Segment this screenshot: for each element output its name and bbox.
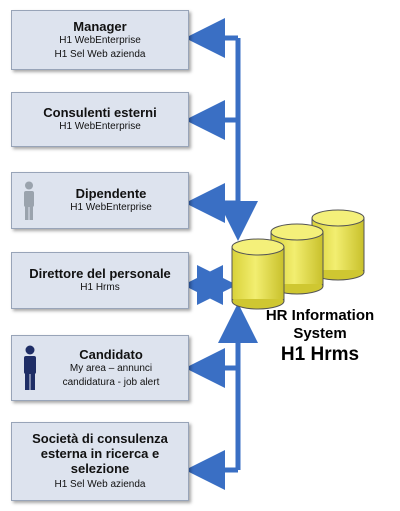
database-cylinder-1: [231, 238, 285, 310]
box-dipendente: Dipendente H1 WebEnterprise: [11, 172, 189, 229]
box-direttore-title: Direttore del personale: [29, 266, 171, 281]
box-manager-line-1: H1 WebEnterprise: [59, 34, 141, 46]
box-manager-line-2: H1 Sel Web azienda: [54, 48, 146, 60]
box-societa-title: Società di consulenza esterna in ricerca…: [32, 431, 168, 476]
box-candidato-line-1: My area – annunci: [69, 362, 153, 374]
box-consulenti-title: Consulenti esterni: [43, 105, 157, 120]
box-manager-title: Manager: [73, 18, 127, 34]
system-label-line-2: System: [293, 325, 347, 342]
box-candidato-title: Candidato: [79, 346, 143, 362]
box-candidato: Candidato My area – annunci candidatura …: [11, 335, 189, 401]
box-dipendente-title: Dipendente: [75, 186, 147, 201]
box-direttore-del-personale: Direttore del personale H1 Hrms: [11, 252, 189, 309]
box-dipendente-line-1: H1 WebEnterprise: [70, 202, 152, 213]
box-societa-line-1: H1 Sel Web azienda: [54, 479, 146, 490]
box-consulenti-line-1: H1 WebEnterprise: [59, 121, 141, 132]
person-icon: [24, 345, 36, 390]
database-icon: [231, 209, 365, 310]
box-consulenti-esterni: Consulenti esterni H1 WebEnterprise: [11, 92, 189, 147]
system-label: HR Information System H1 Hrms: [250, 307, 390, 367]
box-candidato-line-2: candidatura - job alert: [62, 376, 160, 388]
box-societa-di-consulenza: Società di consulenza esterna in ricerca…: [11, 422, 189, 501]
system-label-line-1: HR Information: [265, 307, 375, 324]
box-manager: Manager H1 WebEnterprise H1 Sel Web azie…: [11, 10, 189, 70]
database-cylinder-3: [311, 209, 365, 281]
person-icon: [24, 181, 34, 220]
box-direttore-line-1: H1 Hrms: [80, 282, 120, 293]
system-label-line-3: H1 Hrms: [280, 344, 360, 365]
